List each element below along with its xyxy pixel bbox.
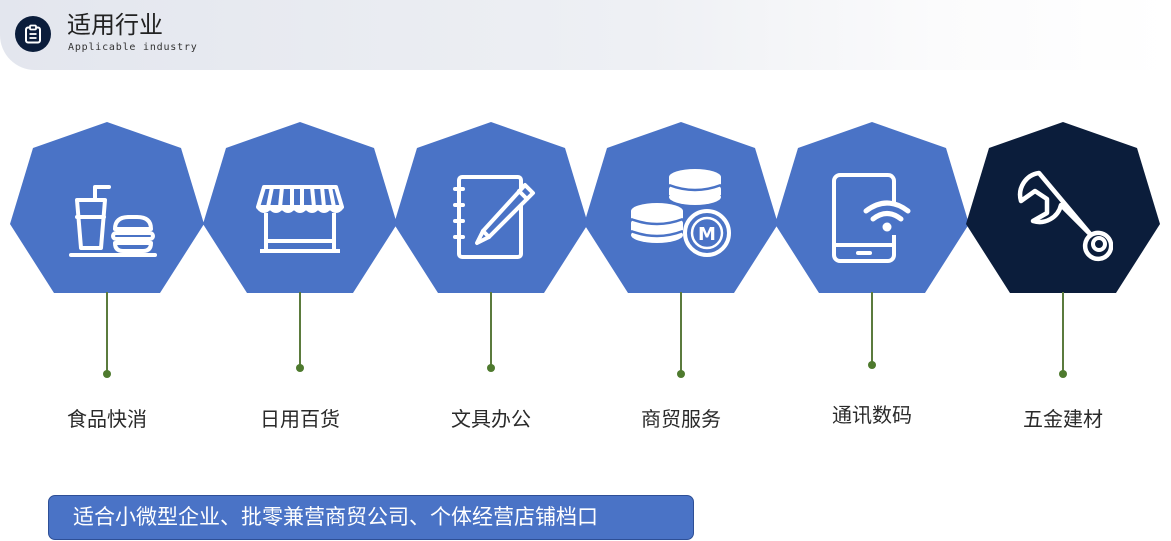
coins-icon: M [631, 169, 731, 257]
heptagon-shape [10, 122, 204, 293]
notebook-pen-icon [453, 175, 535, 259]
industry-card-digital[interactable]: 通讯数码 [775, 120, 969, 440]
industry-label: 五金建材 [1023, 407, 1103, 431]
industry-card-food[interactable]: 食品快消 [10, 120, 204, 440]
connector-line [680, 292, 682, 372]
connector-dot [677, 370, 685, 378]
industry-card-hardware[interactable]: 五金建材 [966, 120, 1160, 440]
connector-dot [1059, 370, 1067, 378]
header-band: 适用行业 Applicable industry [0, 0, 1171, 70]
industry-card-trade-services[interactable]: M 商贸服务 [584, 120, 778, 440]
connector-dot [296, 364, 304, 372]
target-users-banner: 适合小微型企业、批零兼营商贸公司、个体经营店铺档口 [48, 495, 694, 540]
connector-dot [868, 361, 876, 369]
connector-line [106, 292, 108, 372]
connector-line [1062, 292, 1064, 372]
page-title: 适用行业 [67, 11, 163, 39]
industry-card-daily-goods[interactable]: 日用百货 [203, 120, 397, 440]
industry-label: 文具办公 [451, 407, 531, 431]
industry-card-stationery[interactable]: 文具办公 [394, 120, 588, 440]
connector-line [299, 292, 301, 367]
page-subtitle: Applicable industry [68, 42, 198, 53]
phone-wifi-icon [832, 173, 911, 263]
fast-food-icon [69, 185, 157, 257]
connector-line [871, 292, 873, 364]
connector-dot [487, 364, 495, 372]
heptagon-shape [584, 122, 778, 293]
storefront-icon [256, 185, 344, 253]
heptagon-shape [394, 122, 588, 293]
industry-label: 通讯数码 [832, 403, 912, 427]
industry-label: 食品快消 [67, 407, 147, 431]
industry-label: 日用百货 [260, 407, 340, 431]
wrench-icon [1017, 170, 1113, 262]
industry-label: 商贸服务 [641, 407, 721, 431]
connector-dot [103, 370, 111, 378]
svg-text:M: M [698, 224, 716, 245]
connector-line [490, 292, 492, 367]
clipboard-icon [15, 16, 51, 52]
